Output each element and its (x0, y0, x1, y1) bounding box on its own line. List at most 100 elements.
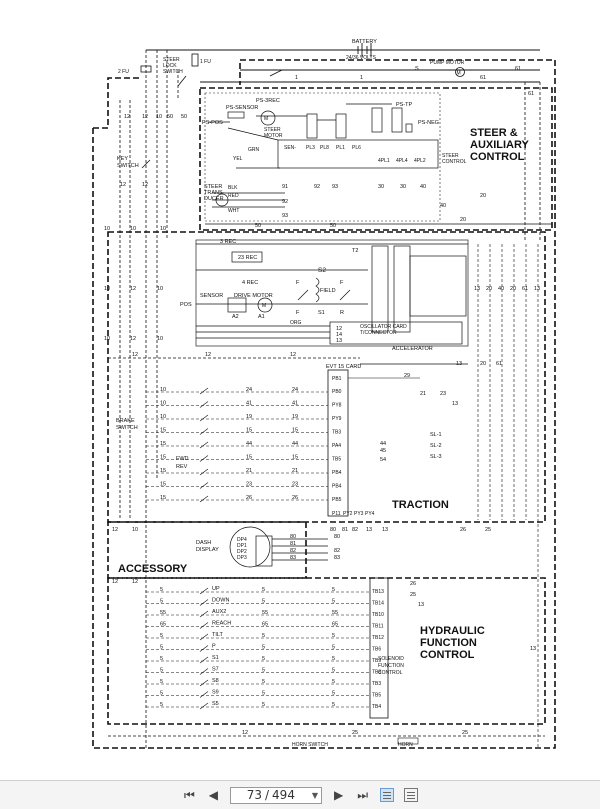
svg-text:92: 92 (282, 199, 288, 205)
traction-block (107, 231, 546, 523)
svg-text:DISPLAY: DISPLAY (196, 547, 219, 553)
svg-text:12: 12 (336, 326, 342, 332)
svg-text:HORN SWITCH: HORN SWITCH (292, 742, 328, 748)
traction-row-left: 10 (160, 401, 166, 407)
hydraulic-row-term: TB4 (372, 704, 381, 710)
svg-text:PY3: PY3 (354, 511, 364, 517)
svg-text:PY2: PY2 (343, 511, 353, 517)
svg-text:MOTOR: MOTOR (264, 133, 283, 139)
traction-row-right: 23 (292, 482, 298, 488)
traction-row-right: 24 (292, 387, 298, 393)
svg-text:10: 10 (160, 226, 166, 232)
svg-text:SEN-: SEN- (284, 145, 296, 151)
svg-text:M: M (457, 71, 461, 77)
hydraulic-row-mid: 5 (262, 587, 265, 593)
svg-text:21: 21 (420, 391, 426, 397)
svg-text:DRIVE MOTOR: DRIVE MOTOR (234, 293, 273, 299)
fuse1-label: 1 FU (200, 59, 211, 65)
svg-text:POS: POS (180, 302, 192, 308)
svg-text:20: 20 (480, 361, 486, 367)
hydraulic-row-right: 5 (332, 633, 335, 639)
svg-text:TRANS-: TRANS- (204, 190, 225, 196)
svg-text:F: F (296, 280, 300, 286)
hydraulic-switch-label: S5 (212, 701, 219, 707)
traction-row-right: 15 (292, 428, 298, 434)
steer-block-title-2: AUXILIARY (470, 139, 530, 151)
hydraulic-row-left: 5 (160, 645, 163, 651)
svg-text:26: 26 (460, 527, 466, 533)
evt-card (327, 369, 349, 517)
traction-row-term: PY8 (332, 403, 342, 409)
svg-text:FUNCTION: FUNCTION (378, 663, 404, 669)
svg-text:12: 12 (132, 579, 138, 585)
svg-text:81: 81 (290, 541, 296, 547)
svg-text:13: 13 (534, 286, 540, 292)
svg-text:M: M (264, 116, 268, 122)
hydraulic-row-left: 55 (160, 610, 166, 616)
svg-text:T2: T2 (352, 248, 358, 254)
svg-text:20: 20 (480, 193, 486, 199)
traction-row-right: 41 (292, 401, 298, 407)
svg-text:23: 23 (440, 391, 446, 397)
svg-text:EVT 15 CARD: EVT 15 CARD (326, 364, 361, 370)
svg-text:A2: A2 (232, 314, 239, 320)
hydraulic-row-right: 55 (332, 610, 338, 616)
hydraulic-switch-label: UP (212, 586, 220, 592)
hydraulic-row-right: 5 (332, 702, 335, 708)
viewer-toolbar: ⏮ ◀ 73 / 494 ▼ ▶ ⏭ (0, 780, 600, 809)
svg-text:3 REC: 3 REC (220, 239, 236, 245)
traction-row-right: 15 (292, 455, 298, 461)
traction-row-mid: 15 (246, 455, 252, 461)
svg-text:SWITCH: SWITCH (163, 69, 183, 75)
svg-text:82: 82 (352, 527, 358, 533)
first-page-button[interactable]: ⏮ (183, 787, 195, 802)
hydraulic-switch-label: TILT (212, 632, 224, 638)
svg-text:12: 12 (112, 579, 118, 585)
svg-text:40: 40 (420, 184, 426, 190)
svg-text:BRAKE: BRAKE (116, 418, 135, 424)
total-pages: 494 (272, 788, 295, 802)
svg-text:CONTROL: CONTROL (442, 159, 467, 165)
hydraulic-title-1: HYDRAULIC (420, 625, 485, 637)
svg-text:13: 13 (456, 361, 462, 367)
hydraulic-row-right: 5 (332, 679, 335, 685)
two-page-view-icon[interactable] (404, 788, 419, 802)
svg-text:DP1: DP1 (237, 543, 247, 549)
svg-text:12: 12 (120, 182, 126, 188)
svg-text:12: 12 (242, 730, 248, 736)
last-page-button[interactable]: ⏭ (357, 787, 369, 802)
svg-text:HORN: HORN (398, 742, 413, 748)
traction-row-right: 19 (292, 414, 298, 420)
page-number-field[interactable]: 73 / 494 ▼ (230, 786, 322, 804)
hydraulic-row-right: 5 (332, 656, 335, 662)
diagram-page: M BATTERY 24/36 VOLTS PUMP MOTOR S 1 1 6… (92, 39, 556, 749)
single-page-view-icon[interactable] (380, 788, 395, 802)
traction-row-mid: 15 (246, 428, 252, 434)
traction-row-right: 44 (292, 441, 298, 447)
prev-page-button[interactable]: ◀ (208, 788, 218, 802)
hydraulic-switch-label: S7 (212, 667, 219, 673)
svg-text:61: 61 (515, 66, 521, 72)
traction-row-term: PY9 (332, 416, 342, 422)
traction-row-mid: 26 (246, 495, 252, 501)
next-page-button[interactable]: ▶ (334, 788, 344, 802)
hydraulic-row-mid: 55 (262, 610, 268, 616)
hydraulic-row-mid: 65 (262, 622, 268, 628)
page-dropdown-icon[interactable]: ▼ (311, 790, 318, 800)
svg-text:12: 12 (205, 352, 211, 358)
svg-text:80: 80 (330, 527, 336, 533)
svg-text:20: 20 (486, 286, 492, 292)
traction-row-left: 15 (160, 495, 166, 501)
hydraulic-row-term: TB5 (372, 693, 381, 699)
svg-text:SOLENOID: SOLENOID (378, 656, 404, 662)
svg-text:29: 29 (404, 373, 410, 379)
hydraulic-switch-label: S1 (212, 655, 219, 661)
svg-text:4 REC: 4 REC (242, 280, 258, 286)
